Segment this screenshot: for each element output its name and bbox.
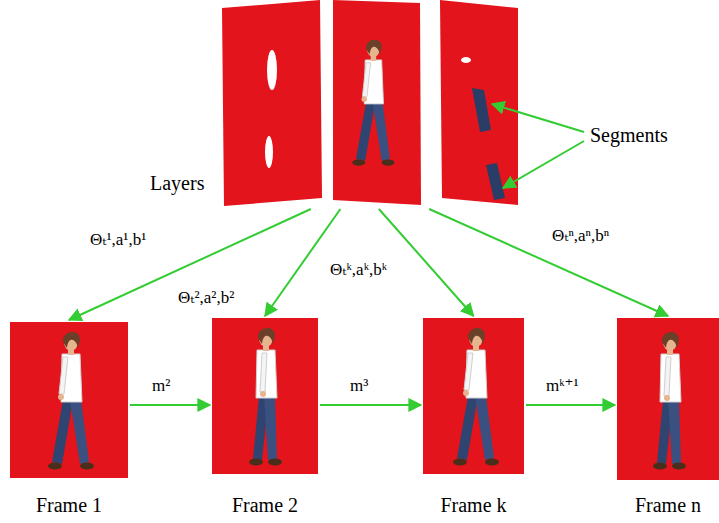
layer-panels (222, 0, 518, 206)
frame-image: Frame 2 (212, 318, 318, 474)
edge-label: Θₜᵏ,aᵏ,bᵏ (328, 260, 389, 280)
edge-label: Θₜ²,a²,b² (176, 288, 236, 308)
frame-caption: Frame 2 (232, 494, 298, 517)
segment-leaders (492, 104, 584, 188)
arrow-connector (429, 209, 668, 316)
group-label: Layers (150, 172, 204, 195)
arrow-connector (379, 209, 474, 316)
arrow-connector (130, 404, 210, 406)
frame-caption: Frame n (635, 494, 701, 517)
frame-images (10, 318, 719, 480)
edge-label: Θₜ¹,a¹,b¹ (88, 230, 148, 250)
frame-caption: Frame k (440, 494, 506, 517)
edge-label: mᵏ⁺¹ (544, 376, 581, 396)
callout-label: Segments (590, 124, 668, 147)
frame-image: Frame 1 (10, 322, 128, 478)
frame-image: Frame k (423, 318, 524, 474)
frame-image: Frame n (617, 318, 719, 480)
arrow-connector (526, 404, 615, 406)
frame-caption: Frame 1 (36, 494, 102, 517)
edge-label: m² (150, 376, 172, 396)
layers-group: Layers (222, 0, 518, 208)
edge-label: Θₜⁿ,aⁿ,bⁿ (550, 226, 611, 246)
arrow-connector (320, 404, 421, 406)
edge-label: m³ (348, 376, 370, 396)
